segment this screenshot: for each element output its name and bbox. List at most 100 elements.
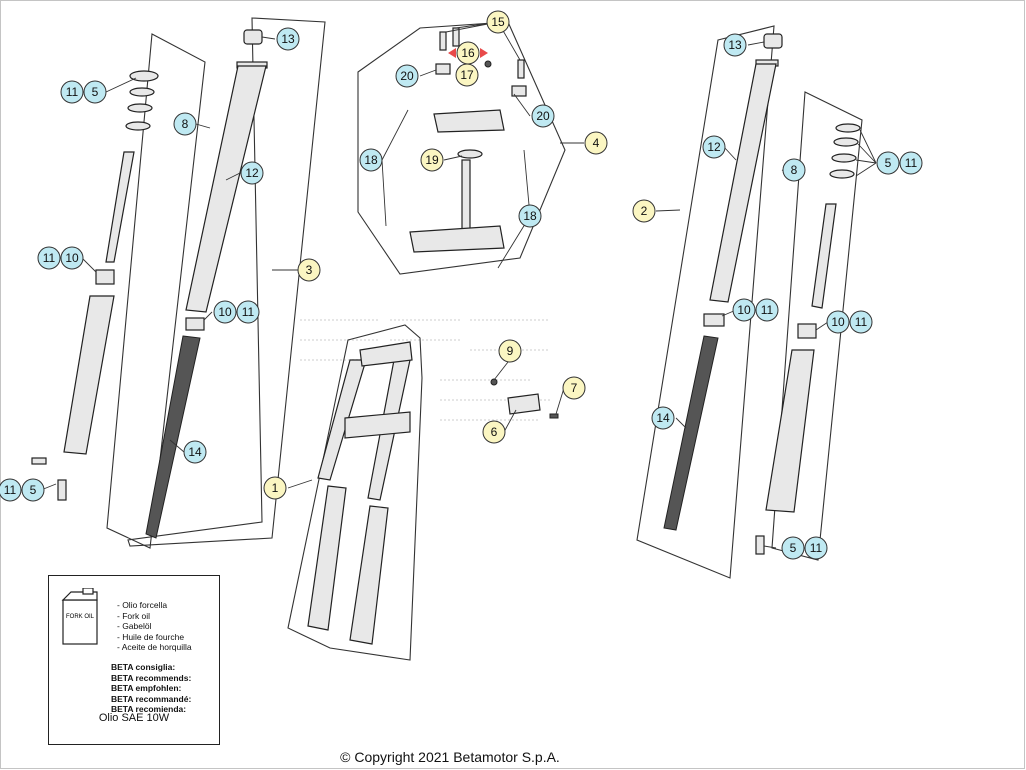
triple-clamp-parts: [409, 27, 527, 253]
callout-11-right-top[interactable]: 11: [899, 151, 923, 175]
svg-text:10: 10: [218, 305, 232, 319]
oil-grade: Olio SAE 10W: [98, 712, 170, 724]
callout-14-right[interactable]: 14: [651, 406, 675, 430]
left-leg-group-outline-3: [127, 17, 326, 547]
recommend-it: BETA consiglia:: [111, 662, 176, 672]
svg-text:5: 5: [92, 85, 99, 99]
oil-recommend-list: BETA consiglia: BETA recommends: BETA em…: [111, 662, 191, 715]
callout-6[interactable]: 6: [482, 420, 506, 444]
callout-11-left-top[interactable]: 11: [60, 80, 84, 104]
nut-9: [490, 378, 498, 386]
right-stanchion: [709, 63, 777, 303]
left-bushing: [185, 317, 205, 331]
right-guide: [797, 323, 817, 339]
svg-text:16: 16: [461, 46, 475, 60]
stem-bearing: [457, 149, 483, 159]
svg-text:9: 9: [507, 344, 514, 358]
callout-16[interactable]: 16: [456, 41, 480, 65]
svg-text:15: 15: [491, 15, 505, 29]
svg-text:11: 11: [242, 305, 255, 319]
upper-triple-clamp: [433, 109, 505, 133]
svg-text:20: 20: [536, 109, 550, 123]
bracket-6: [507, 393, 541, 415]
callout-12-right[interactable]: 12: [702, 135, 726, 159]
callout-10-left-bushing[interactable]: 10: [213, 300, 237, 324]
af-lower-clamp: [344, 411, 411, 439]
svg-text:6: 6: [491, 425, 498, 439]
callout-13-right[interactable]: 13: [723, 33, 747, 57]
callout-11-left-bushing[interactable]: 11: [236, 300, 260, 324]
svg-text:11: 11: [905, 156, 918, 170]
svg-text:14: 14: [656, 411, 670, 425]
oil-name-es: - Aceite de horquilla: [117, 642, 192, 652]
callout-9[interactable]: 9: [498, 339, 522, 363]
assembled-fork-outline: [287, 324, 423, 661]
triple-clamp-group-outline: [357, 21, 566, 275]
callout-7[interactable]: 7: [562, 376, 586, 400]
af-upper-clamp: [359, 341, 413, 367]
callout-17[interactable]: 17: [455, 63, 479, 87]
oil-name-it: - Olio forcella: [117, 600, 168, 610]
bracket-parts: [490, 378, 559, 419]
right-leg-parts: [663, 33, 861, 555]
svg-text:5: 5: [30, 483, 37, 497]
oil-can-label: FORK OIL: [66, 614, 95, 620]
oil-name-list: - Olio forcella - Fork oil - Gabelöl - H…: [117, 600, 192, 653]
af-right-slider: [349, 505, 389, 645]
right-bushing: [703, 313, 725, 327]
callout-8-right[interactable]: 8: [782, 158, 806, 182]
callout-19[interactable]: 19: [420, 148, 444, 172]
svg-text:18: 18: [523, 209, 537, 223]
callout-8-left[interactable]: 8: [173, 112, 197, 136]
callout-4[interactable]: 4: [584, 131, 608, 155]
highlight-16: [448, 48, 488, 58]
svg-text:10: 10: [737, 303, 751, 317]
left-stanchion: [185, 65, 267, 313]
right-seal-4: [829, 169, 855, 179]
callout-11-right-mid[interactable]: 11: [849, 310, 873, 334]
left-seal-4: [125, 121, 151, 131]
left-guide: [95, 269, 115, 285]
callout-11-left-bottom[interactable]: 11: [0, 478, 22, 502]
callout-3[interactable]: 3: [297, 258, 321, 282]
svg-text:1: 1: [272, 481, 279, 495]
callout-10-right-mid[interactable]: 10: [826, 310, 850, 334]
callout-14-left[interactable]: 14: [183, 440, 207, 464]
callout-10-right-bushing[interactable]: 10: [732, 298, 756, 322]
callout-20-right[interactable]: 20: [531, 104, 555, 128]
callout-2[interactable]: 2: [632, 199, 656, 223]
callout-10-left-mid[interactable]: 10: [60, 246, 84, 270]
right-bottom-bolt: [755, 535, 765, 555]
callout-18-left[interactable]: 18: [359, 148, 383, 172]
svg-text:4: 4: [593, 136, 600, 150]
svg-text:11: 11: [855, 315, 868, 329]
callout-13-left[interactable]: 13: [276, 27, 300, 51]
left-cartridge: [105, 151, 135, 263]
svg-text:13: 13: [281, 32, 295, 46]
callout-11-left-mid[interactable]: 11: [37, 246, 61, 270]
callout-5-right-top[interactable]: 5: [876, 151, 900, 175]
callout-18-right[interactable]: 18: [518, 204, 542, 228]
callout-11-right-bushing[interactable]: 11: [755, 298, 779, 322]
right-seal-1: [835, 123, 861, 133]
screw-7: [549, 413, 559, 419]
callout-20-left[interactable]: 20: [395, 64, 419, 88]
callout-5-left-bottom[interactable]: 5: [21, 478, 45, 502]
left-seal-3: [127, 103, 153, 113]
recommend-de: BETA empfohlen:: [111, 683, 182, 694]
svg-text:11: 11: [761, 303, 774, 317]
svg-text:12: 12: [245, 166, 259, 180]
svg-text:12: 12: [707, 140, 721, 154]
callout-15[interactable]: 15: [486, 10, 510, 34]
oil-name-fr: - Huile de fourche: [117, 631, 185, 642]
callout-5-left-top[interactable]: 5: [83, 80, 107, 104]
svg-text:14: 14: [188, 445, 202, 459]
callout-1[interactable]: 1: [263, 476, 287, 500]
callout-5-right-bottom[interactable]: 5: [781, 536, 805, 560]
callout-11-right-bottom[interactable]: 11: [804, 536, 828, 560]
callout-12-left[interactable]: 12: [240, 161, 264, 185]
left-leg-parts: [31, 29, 268, 539]
clamp-left-pinch: [435, 63, 451, 75]
left-cap: [243, 29, 263, 45]
